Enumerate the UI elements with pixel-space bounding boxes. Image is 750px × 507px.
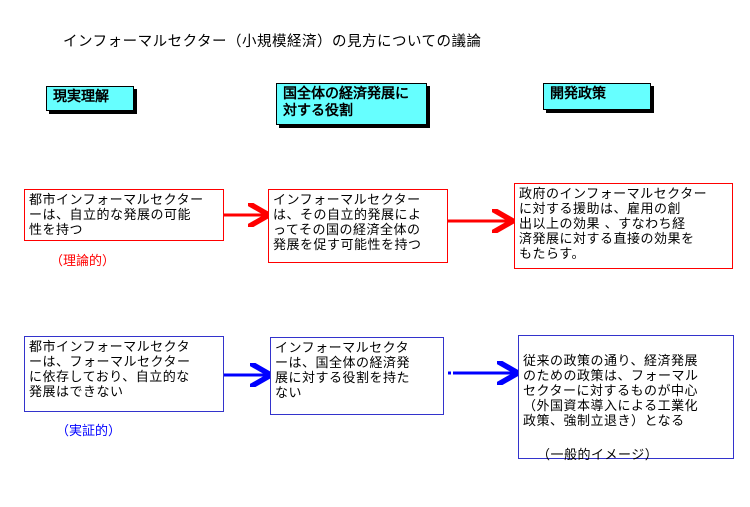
row2-policy-note: （一般的イメージ） [537,448,659,463]
diagram-title: インフォーマルセクター（小規模経済）の見方についての議論 [63,34,482,50]
row1-policy-box: 政府のインフォーマルセクター に対する援助は、雇用の創 出以上の効果 、すなわち… [514,183,733,269]
row1-role-box: インフォーマルセクター は、その自立的発展によ ってその国の経済全体の 発展を促… [268,189,448,263]
header-policy: 開発政策 [543,83,651,110]
row2-policy-text: 従来の政策の通り、経済発展 のための政策は、フォーマル セクターに対するものが中… [523,354,699,429]
header-role: 国全体の経済発展に 対する役割 [276,83,427,125]
row2-reality-box: 都市インフォーマルセクタ ーは、フォーマルセクター に依存しており、自立的な 発… [24,336,224,412]
header-reality: 現実理解 [46,86,134,111]
row1-label-theoretical: （理論的） [50,254,116,269]
row2-role-box: インフォーマルセクタ ーは、国全体の経済発 展に対する役割を持た ない [270,337,444,415]
row2-policy-box: 従来の政策の通り、経済発展 のための政策は、フォーマル セクターに対するものが中… [518,335,734,463]
row2-label-empirical: （実証的） [56,424,122,439]
row1-reality-box: 都市インフォーマルセクター ーは、自立的な発展の可能 性を持つ [24,189,224,241]
